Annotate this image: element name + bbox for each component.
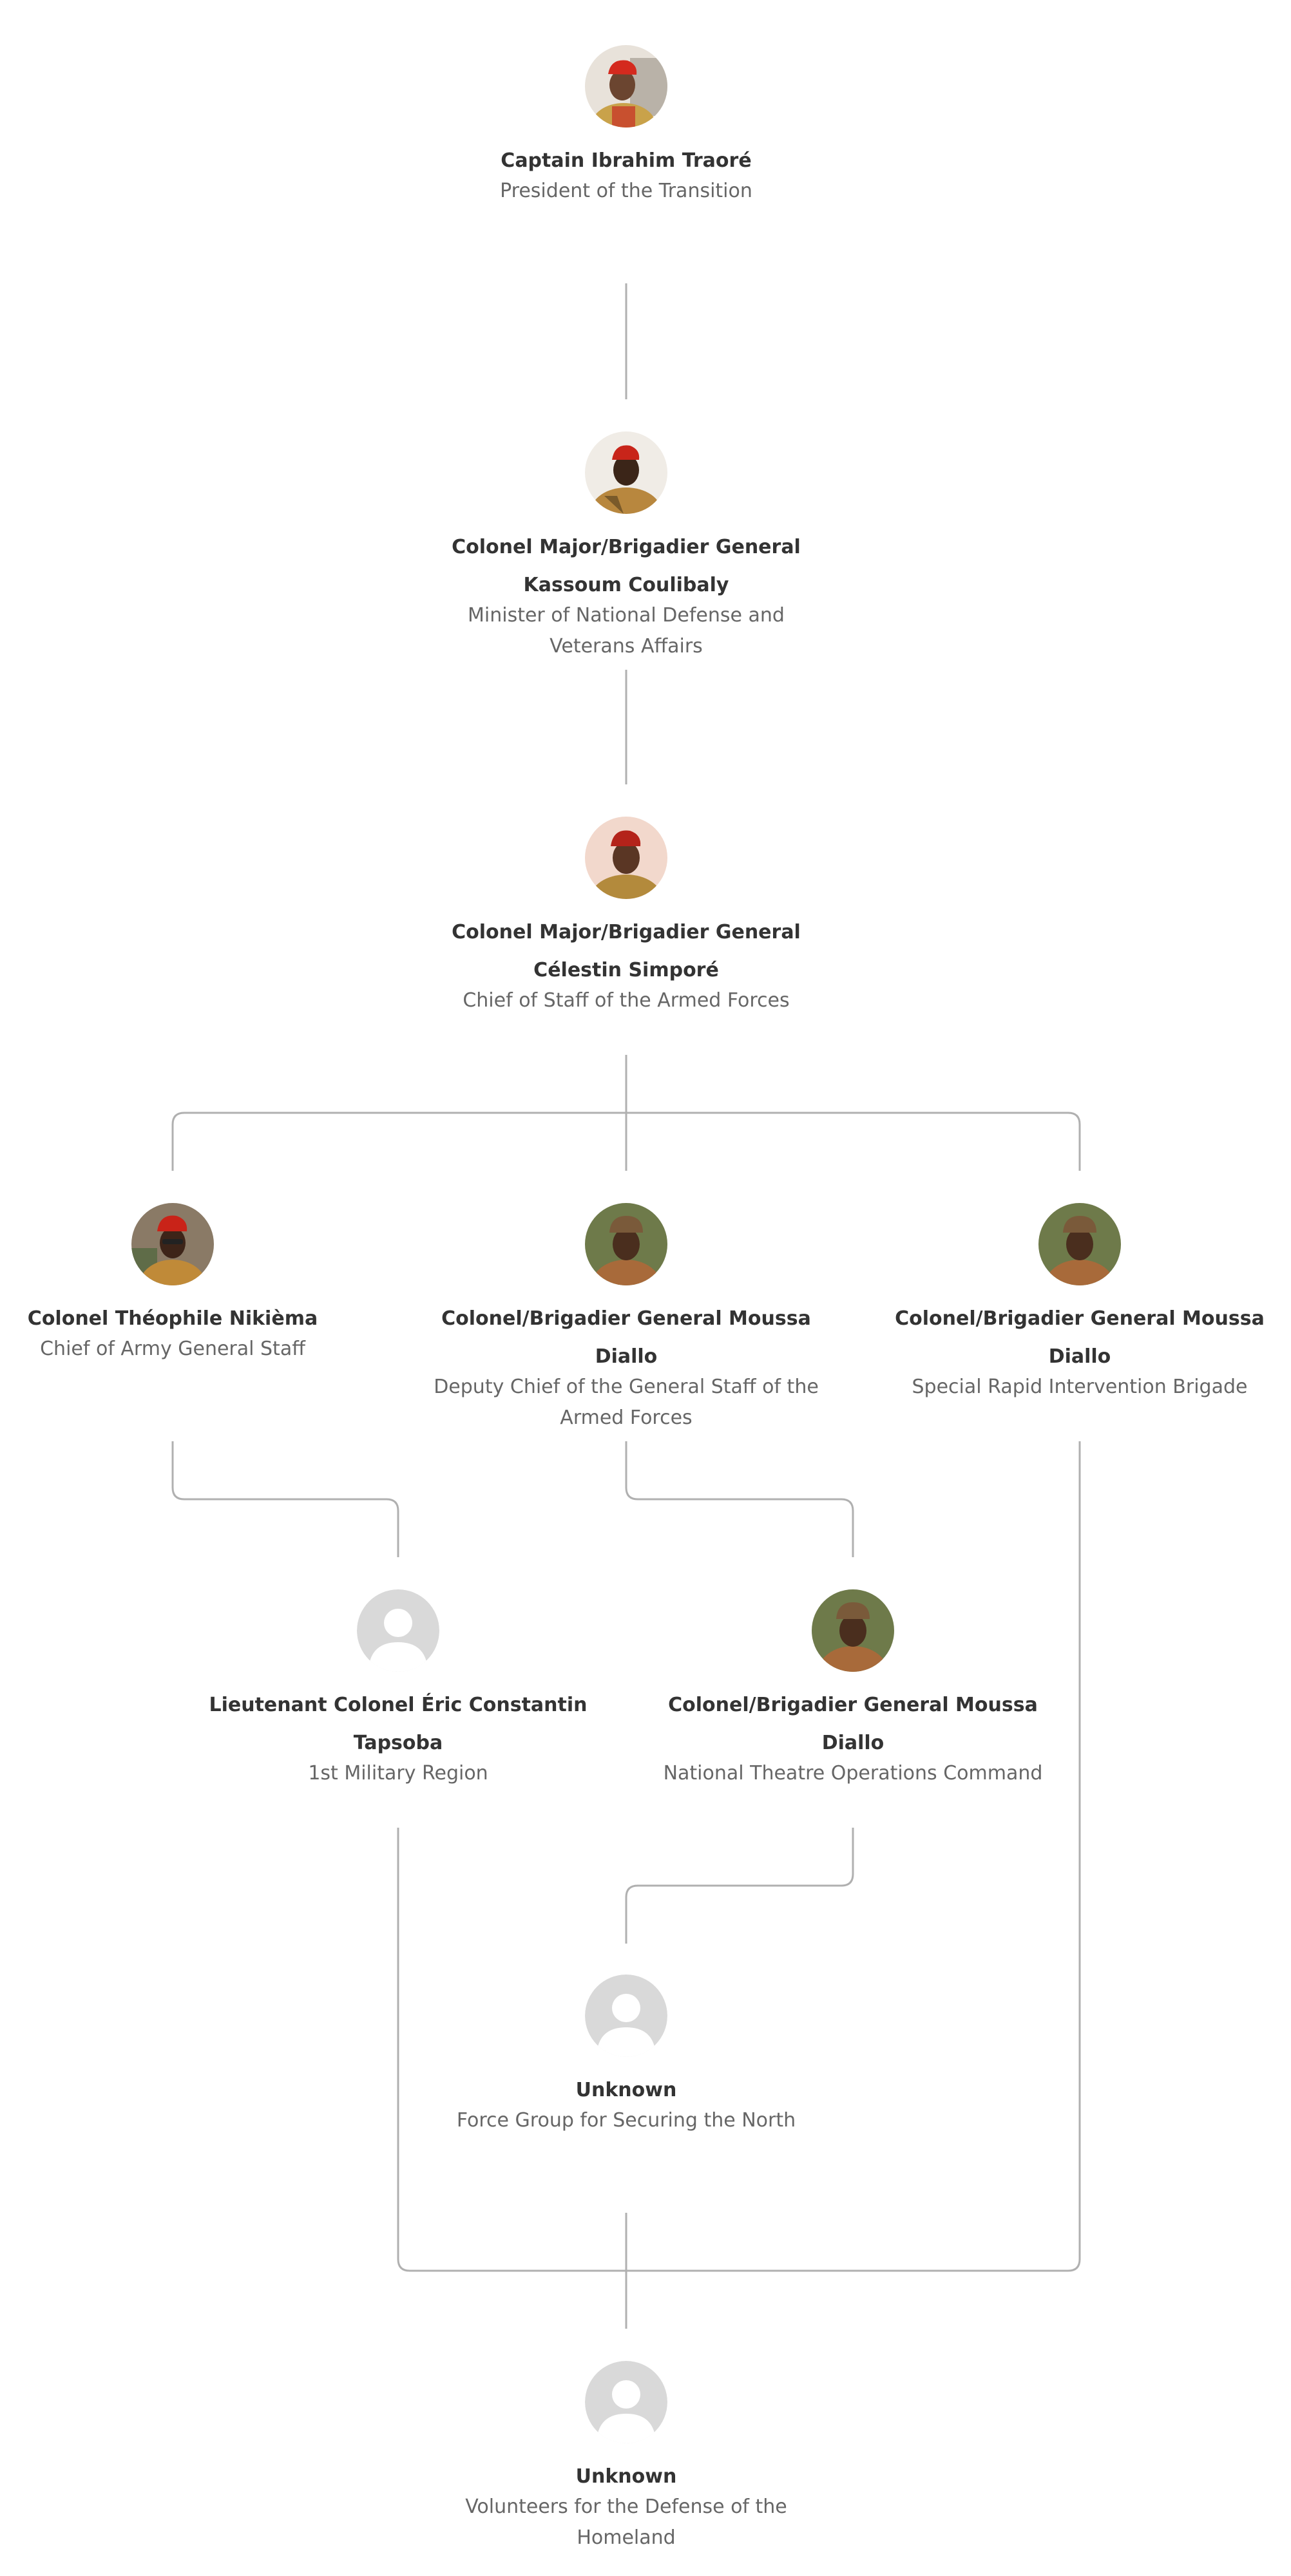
node-traore: Captain Ibrahim Traoré President of the … [401, 45, 852, 207]
avatar-simpore [585, 817, 667, 899]
role-simpore: Chief of Staff of the Armed Forces [463, 989, 790, 1012]
name-diallo-theatre-line1: Colonel/Brigadier General Moussa [668, 1694, 1038, 1716]
name-simpore-line2: Célestin Simporé [533, 959, 719, 981]
node-diallo-special: Colonel/Brigadier General Moussa Diallo … [886, 1203, 1273, 1403]
connector-simpore-children [171, 1055, 1081, 1171]
connector-nikiema-tapsoba [171, 1441, 399, 1557]
portrait-photo-icon [585, 1203, 667, 1285]
name-diallo-special-line2: Diallo [1048, 1345, 1111, 1368]
role-unknown-volunteers-line1: Volunteers for the Defense of the [465, 2496, 787, 2518]
node-nikiema: Colonel Théophile Nikièma Chief of Army … [5, 1203, 340, 1365]
avatar-tapsoba [357, 1589, 439, 1672]
role-unknown-volunteers-line2: Homeland [577, 2526, 676, 2549]
node-unknown-north: Unknown Force Group for Securing the Nor… [426, 1975, 826, 2136]
node-unknown-volunteers: Unknown Volunteers for the Defense of th… [426, 2361, 826, 2553]
avatar-unknown-north [585, 1975, 667, 2057]
role-tapsoba: 1st Military Region [308, 1762, 488, 1785]
role-diallo-deputy-line1: Deputy Chief of the General Staff of the [434, 1376, 819, 1398]
role-diallo-deputy-line2: Armed Forces [560, 1406, 693, 1429]
name-nikiema: Colonel Théophile Nikièma [27, 1307, 318, 1330]
node-tapsoba: Lieutenant Colonel Éric Constantin Tapso… [198, 1589, 598, 1789]
node-coulibaly: Colonel Major/Brigadier General Kassoum … [401, 431, 852, 662]
user-placeholder-icon [357, 1589, 439, 1672]
connector-deputy-theatre [625, 1441, 854, 1557]
name-traore: Captain Ibrahim Traoré [501, 149, 752, 172]
avatar-traore [585, 45, 667, 128]
role-nikiema: Chief of Army General Staff [40, 1338, 305, 1360]
name-diallo-theatre-line2: Diallo [821, 1732, 885, 1754]
name-unknown-volunteers: Unknown [575, 2465, 677, 2488]
name-coulibaly-line2: Kassoum Coulibaly [523, 574, 729, 596]
name-tapsoba-line2: Tapsoba [353, 1732, 443, 1754]
name-simpore-line1: Colonel Major/Brigadier General [452, 921, 801, 943]
role-traore: President of the Transition [500, 180, 752, 202]
portrait-photo-icon [585, 817, 667, 899]
name-coulibaly-line1: Colonel Major/Brigadier General [452, 536, 801, 558]
name-diallo-deputy-line1: Colonel/Brigadier General Moussa [441, 1307, 811, 1330]
avatar-diallo-theatre [812, 1589, 894, 1672]
avatar-coulibaly [585, 431, 667, 514]
avatar-unknown-volunteers [585, 2361, 667, 2443]
user-placeholder-icon [585, 1975, 667, 2057]
portrait-photo-icon [585, 431, 667, 514]
name-unknown-north: Unknown [575, 2079, 677, 2101]
node-simpore: Colonel Major/Brigadier General Célestin… [401, 817, 852, 1016]
role-coulibaly-line2: Veterans Affairs [550, 635, 703, 658]
name-tapsoba-line1: Lieutenant Colonel Éric Constantin [209, 1694, 588, 1716]
node-diallo-theatre: Colonel/Brigadier General Moussa Diallo … [653, 1589, 1053, 1789]
name-diallo-deputy-line2: Diallo [595, 1345, 658, 1368]
avatar-diallo-special [1038, 1203, 1121, 1285]
portrait-photo-icon [131, 1203, 214, 1285]
user-placeholder-icon [585, 2361, 667, 2443]
node-diallo-deputy: Colonel/Brigadier General Moussa Diallo … [420, 1203, 832, 1434]
role-unknown-north: Force Group for Securing the North [456, 2109, 796, 2132]
portrait-photo-icon [812, 1589, 894, 1672]
avatar-diallo-deputy [585, 1203, 667, 1285]
connector-theatre-north [625, 1828, 854, 1944]
portrait-photo-icon [1038, 1203, 1121, 1285]
portrait-photo-icon [585, 45, 667, 128]
connector-to-volunteers [397, 1441, 1081, 2329]
role-coulibaly-line1: Minister of National Defense and [468, 604, 785, 627]
avatar-nikiema [131, 1203, 214, 1285]
name-diallo-special-line1: Colonel/Brigadier General Moussa [895, 1307, 1265, 1330]
role-diallo-theatre: National Theatre Operations Command [663, 1762, 1043, 1785]
role-diallo-special: Special Rapid Intervention Brigade [912, 1376, 1248, 1398]
